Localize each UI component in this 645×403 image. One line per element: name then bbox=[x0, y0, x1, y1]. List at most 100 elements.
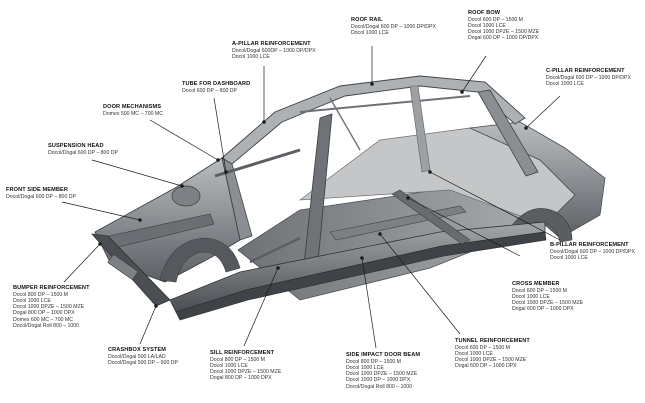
callout-c-pillar-reinforcement: C-PILLAR REINFORCEMENT Docol/Dogal 600 D… bbox=[546, 68, 631, 87]
callout-line: Docol/Dogal 600 DP – 800 DP bbox=[6, 193, 76, 200]
leader-cross-member bbox=[407, 197, 521, 257]
callout-line: Docol 1000 LCE bbox=[455, 350, 493, 357]
callout-line: Docol 1000 LCE bbox=[13, 297, 51, 304]
leader-dot-crashbox bbox=[154, 304, 158, 308]
leader-dot-front-side bbox=[138, 218, 142, 222]
callout-line: Domex 500 MC – 700 MC bbox=[103, 110, 163, 117]
callout-title: FRONT SIDE MEMBER bbox=[6, 187, 68, 193]
callout-line: Dogal 600 DP – 1000 DPX bbox=[455, 363, 517, 370]
leader-front-side bbox=[61, 201, 141, 221]
callout-line: Docol 600 DP – 1500 M bbox=[468, 16, 523, 23]
callout-a-pillar-reinforcement: A-PILLAR REINFORCEMENT Docol/Dogal 600DP… bbox=[232, 41, 316, 60]
callout-tunnel-reinforcement: TUNNEL REINFORCEMENT Docol 600 DP – 1500… bbox=[455, 338, 530, 370]
callout-line: Docol 1000 LCE bbox=[550, 254, 588, 261]
callout-line: Docol 1000 DPZE – 1500 MZE bbox=[13, 304, 85, 311]
door-beam bbox=[249, 236, 301, 264]
front-wheel-arch bbox=[159, 237, 241, 283]
leader-door-mech bbox=[149, 119, 219, 161]
callout-line: Dogal 600 DP – 1000 DPX bbox=[512, 306, 574, 313]
callout-roof-bow: ROOF BOW Docol 600 DP – 1500 M Docol 100… bbox=[468, 10, 539, 42]
leader-b-pillar bbox=[429, 171, 561, 241]
callout-line: Docol 800 DP – 1500 M bbox=[346, 358, 401, 365]
callout-title: ROOF BOW bbox=[468, 10, 501, 16]
suspension-tower bbox=[171, 185, 201, 207]
leader-dot-roof-rail bbox=[370, 82, 374, 86]
callout-line: Docol 800 DP – 1500 M bbox=[210, 356, 265, 363]
callout-suspension-head: SUSPENSION HEAD Docol/Dogal 600 DP – 800… bbox=[48, 143, 118, 156]
leader-dot-cross-member bbox=[406, 196, 410, 200]
callout-title: TUNNEL REINFORCEMENT bbox=[455, 338, 530, 344]
callout-title: DOOR MECHANISMS bbox=[103, 104, 162, 110]
callout-line: Docol/Dogal 600 DP – 1000 DP/DPX bbox=[351, 23, 436, 30]
callout-line: Dogal 800 DP – 1000 DPX bbox=[13, 310, 75, 317]
leader-dot-sill bbox=[276, 266, 280, 270]
callout-cross-member: CROSS MEMBER Docol 600 DP – 1500 M Docol… bbox=[512, 281, 583, 313]
leader-roof-bow bbox=[461, 55, 487, 93]
callout-sill-reinforcement: SILL REINFORCEMENT Docol 800 DP – 1500 M… bbox=[210, 350, 281, 382]
callout-line: Docol 1000 LCE bbox=[512, 293, 550, 300]
leader-tunnel bbox=[379, 233, 461, 335]
leader-dot-a-pillar bbox=[262, 120, 266, 124]
callout-line: Docol 1000 LCE bbox=[210, 362, 248, 369]
leader-sill bbox=[243, 267, 279, 347]
callout-line: Docol/Dogal 500 LA/LAD bbox=[108, 353, 166, 360]
c-pillar bbox=[477, 89, 539, 177]
dashboard-tube bbox=[214, 148, 301, 178]
callout-title: ROOF RAIL bbox=[351, 17, 383, 23]
callout-line: Docol 1000 LCE bbox=[346, 364, 384, 371]
crashbox bbox=[107, 253, 139, 281]
callout-line: Dogal 600 DP – 1000 DP/DPX bbox=[468, 35, 539, 42]
callout-side-impact-door-beam: SIDE IMPACT DOOR BEAM Docol 800 DP – 150… bbox=[346, 352, 420, 390]
callout-line: Domex 600 MC – 700 MC bbox=[13, 316, 73, 323]
leader-c-pillar bbox=[525, 95, 561, 129]
rocker-lower bbox=[175, 231, 547, 321]
callout-line: Docol 600 DP – 800 DP bbox=[182, 87, 237, 94]
callout-title: C-PILLAR REINFORCEMENT bbox=[546, 68, 625, 74]
callout-line: Docol 1000 LCE bbox=[351, 29, 389, 36]
leader-dot-door-beam bbox=[360, 256, 364, 260]
callout-line: Docol 800 DP – 1500 M bbox=[13, 291, 68, 298]
callout-line: Docol 1000 LCE bbox=[546, 80, 584, 87]
callout-title: CRASHBOX SYSTEM bbox=[108, 347, 167, 353]
callout-line: Docol/Dogal 500 DP – 600 DP bbox=[108, 359, 178, 366]
callout-line: Docol/Dogal Roll 800 – 1000 bbox=[346, 383, 413, 390]
callout-door-mechanisms: DOOR MECHANISMS Domex 500 MC – 700 MC bbox=[103, 104, 163, 117]
leader-dot-tunnel bbox=[378, 232, 382, 236]
callout-title: A-PILLAR REINFORCEMENT bbox=[232, 41, 311, 47]
leader-dot-b-pillar bbox=[428, 170, 432, 174]
callout-title: SIDE IMPACT DOOR BEAM bbox=[346, 352, 421, 358]
callout-title: SILL REINFORCEMENT bbox=[210, 350, 275, 356]
callout-title: CROSS MEMBER bbox=[512, 281, 560, 287]
callout-line: Docol 1000 LCE bbox=[232, 53, 270, 60]
callout-line: Docol 1000 DPZE – 1500 MZE bbox=[210, 369, 282, 376]
leader-lines bbox=[61, 46, 561, 349]
callout-tube-for-dashboard: TUBE FOR DASHBOARD Docol 600 DP – 800 DP bbox=[182, 81, 250, 94]
leader-dot-c-pillar bbox=[524, 126, 528, 130]
roof-brace bbox=[329, 97, 361, 151]
callout-line: Docol/Dogal 600DP – 1000 DP/DPX bbox=[232, 47, 316, 54]
callout-line: Docol 1000 DPZE – 1500 MZE bbox=[346, 371, 418, 378]
rear-quarter bbox=[468, 121, 606, 239]
callout-title: BUMPER REINFORCEMENT bbox=[13, 285, 90, 291]
callout-line: Docol 1000 DP – 1000 DPX bbox=[346, 377, 411, 384]
callout-line: Docol/Dogal Roll 800 – 1000 bbox=[13, 322, 80, 329]
leader-dashboard bbox=[213, 97, 227, 173]
callout-line: Dogal 800 DP – 1000 DPX bbox=[210, 375, 272, 382]
cross-member-bar bbox=[391, 189, 471, 245]
callout-bumper-reinforcement: BUMPER REINFORCEMENT Docol 800 DP – 1500… bbox=[13, 285, 90, 329]
leader-crashbox bbox=[139, 305, 157, 345]
callout-front-side-member: FRONT SIDE MEMBER Docol/Dogal 600 DP – 8… bbox=[6, 187, 76, 200]
callout-line: Docol 1000 DPZE – 1500 MZE bbox=[455, 357, 527, 364]
leader-dot-door-mech bbox=[216, 158, 220, 162]
leader-dot-roof-bow bbox=[460, 90, 464, 94]
leader-bumper bbox=[63, 243, 101, 283]
callout-title: TUBE FOR DASHBOARD bbox=[182, 81, 251, 87]
callout-line: Docol 1000 DPZE – 1500 MZE bbox=[512, 300, 584, 307]
b-pillar-far bbox=[409, 85, 431, 173]
leader-door-beam bbox=[361, 257, 377, 349]
callout-line: Docol/Dogal 600 DP – 800 DP bbox=[48, 149, 118, 156]
callout-line: Docol/Dogal 600 DP – 1000 DP/DPX bbox=[546, 74, 631, 81]
leader-dot-bumper bbox=[98, 242, 102, 246]
